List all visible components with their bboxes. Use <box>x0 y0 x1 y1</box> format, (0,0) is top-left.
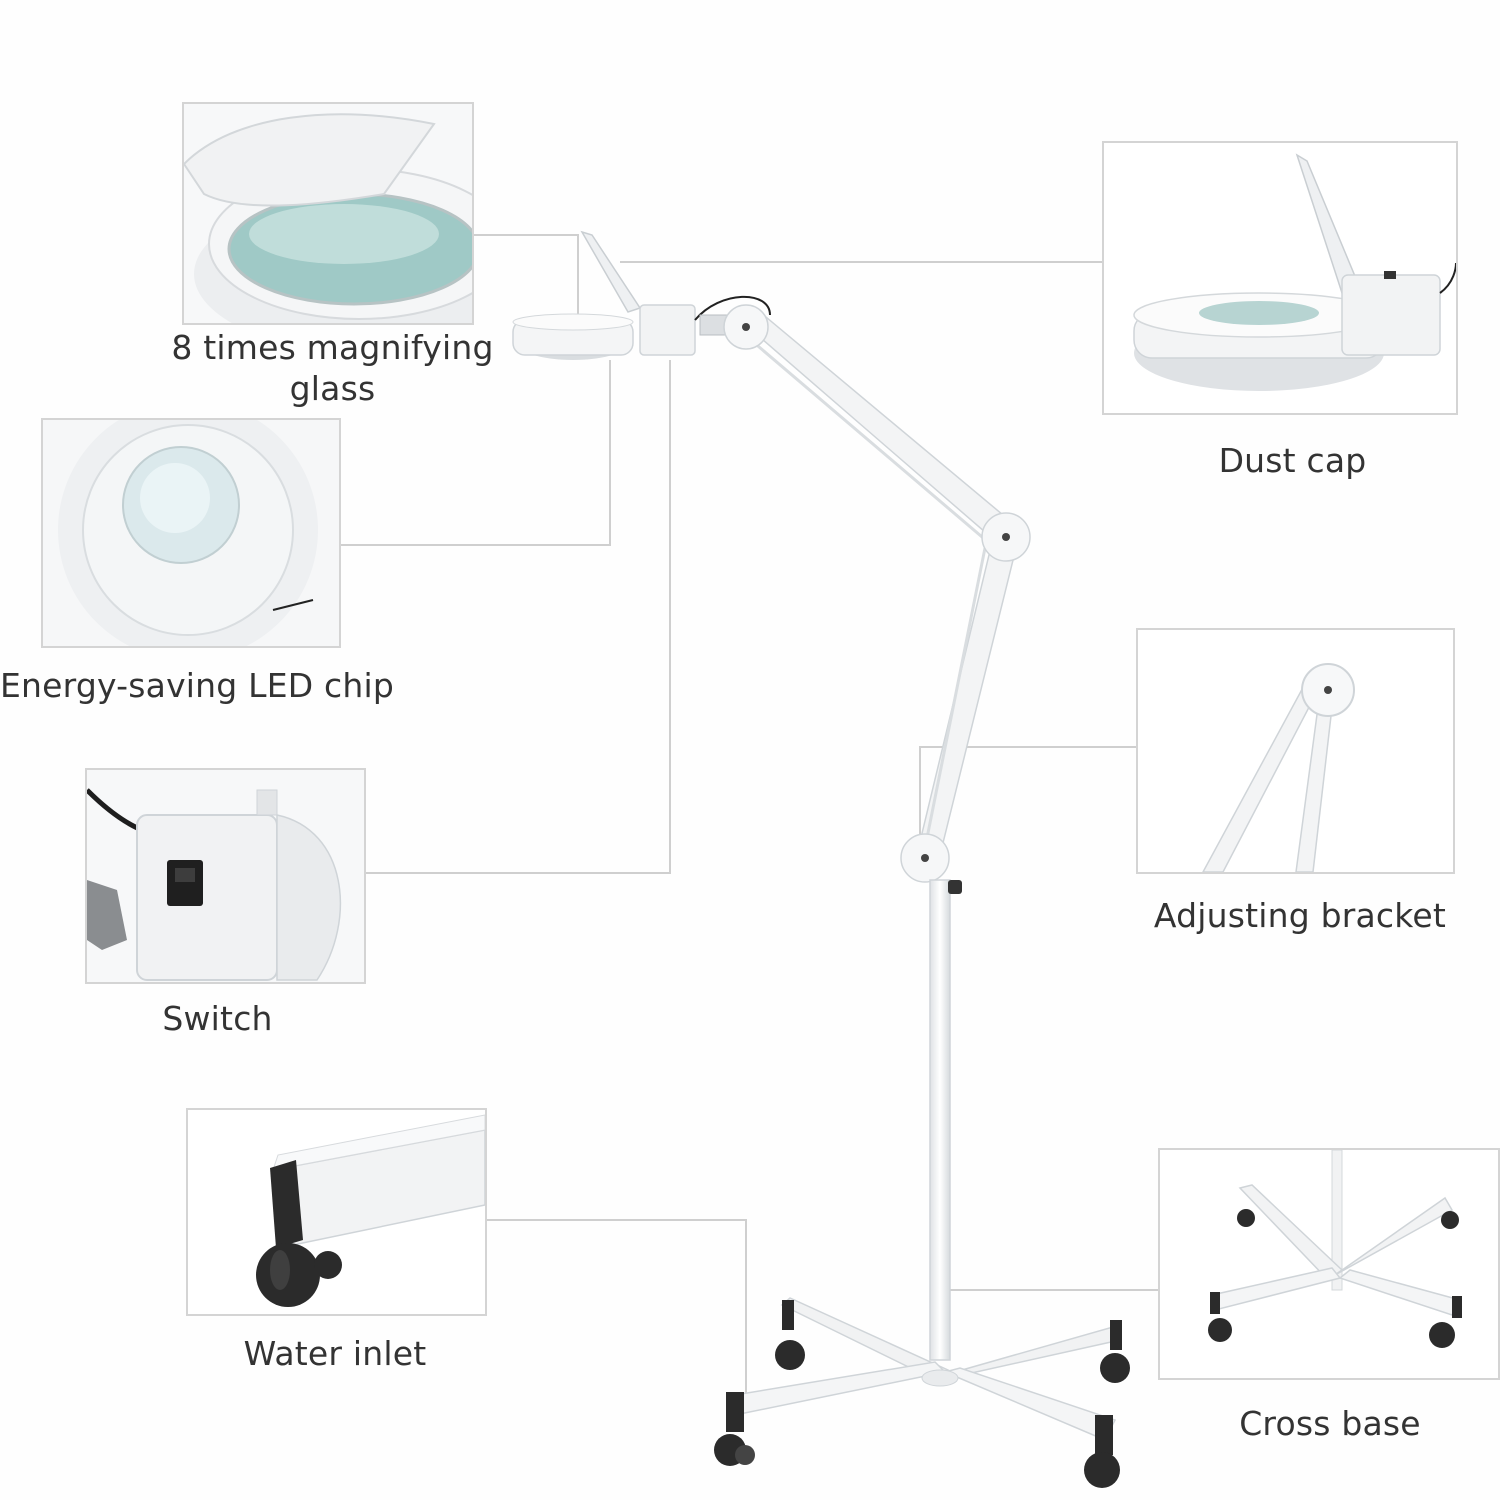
cross-base-label: Cross base <box>1239 1404 1421 1443</box>
leader-line-bracket <box>919 746 1137 850</box>
leader-line-magnifier <box>473 234 579 325</box>
bracket-detail-panel <box>1136 628 1455 874</box>
caster-back-right <box>1100 1353 1130 1383</box>
switch-detail-panel <box>85 768 366 984</box>
lamp-cross-base <box>714 1297 1130 1488</box>
switch-label: Switch <box>162 999 273 1038</box>
leader-lines <box>340 234 1158 1400</box>
leader-line-led-chip <box>340 360 611 546</box>
lamp-arm <box>723 304 1031 883</box>
dust-cap-label: Dust cap <box>1218 441 1367 480</box>
caster-front-right <box>1084 1452 1120 1488</box>
led-chip-label: Energy-saving LED chip <box>0 666 395 705</box>
led-chip-detail-panel <box>41 418 341 648</box>
bracket-label: Adjusting bracket <box>1153 896 1447 935</box>
magnifier-detail-panel <box>182 102 474 325</box>
leader-line-water-inlet <box>487 1219 747 1400</box>
dust-cap-detail-panel <box>1102 141 1458 415</box>
magnifier-label: 8 times magnifying glass <box>171 328 494 408</box>
dust-cap-flap <box>580 230 642 313</box>
water-inlet-detail-panel <box>186 1108 487 1316</box>
caster-back-left <box>775 1340 805 1370</box>
water-inlet-label: Water inlet <box>243 1334 427 1373</box>
cross-base-detail-panel <box>1158 1148 1500 1380</box>
lamp-pole <box>929 879 962 1361</box>
leader-line-switch <box>366 360 671 874</box>
